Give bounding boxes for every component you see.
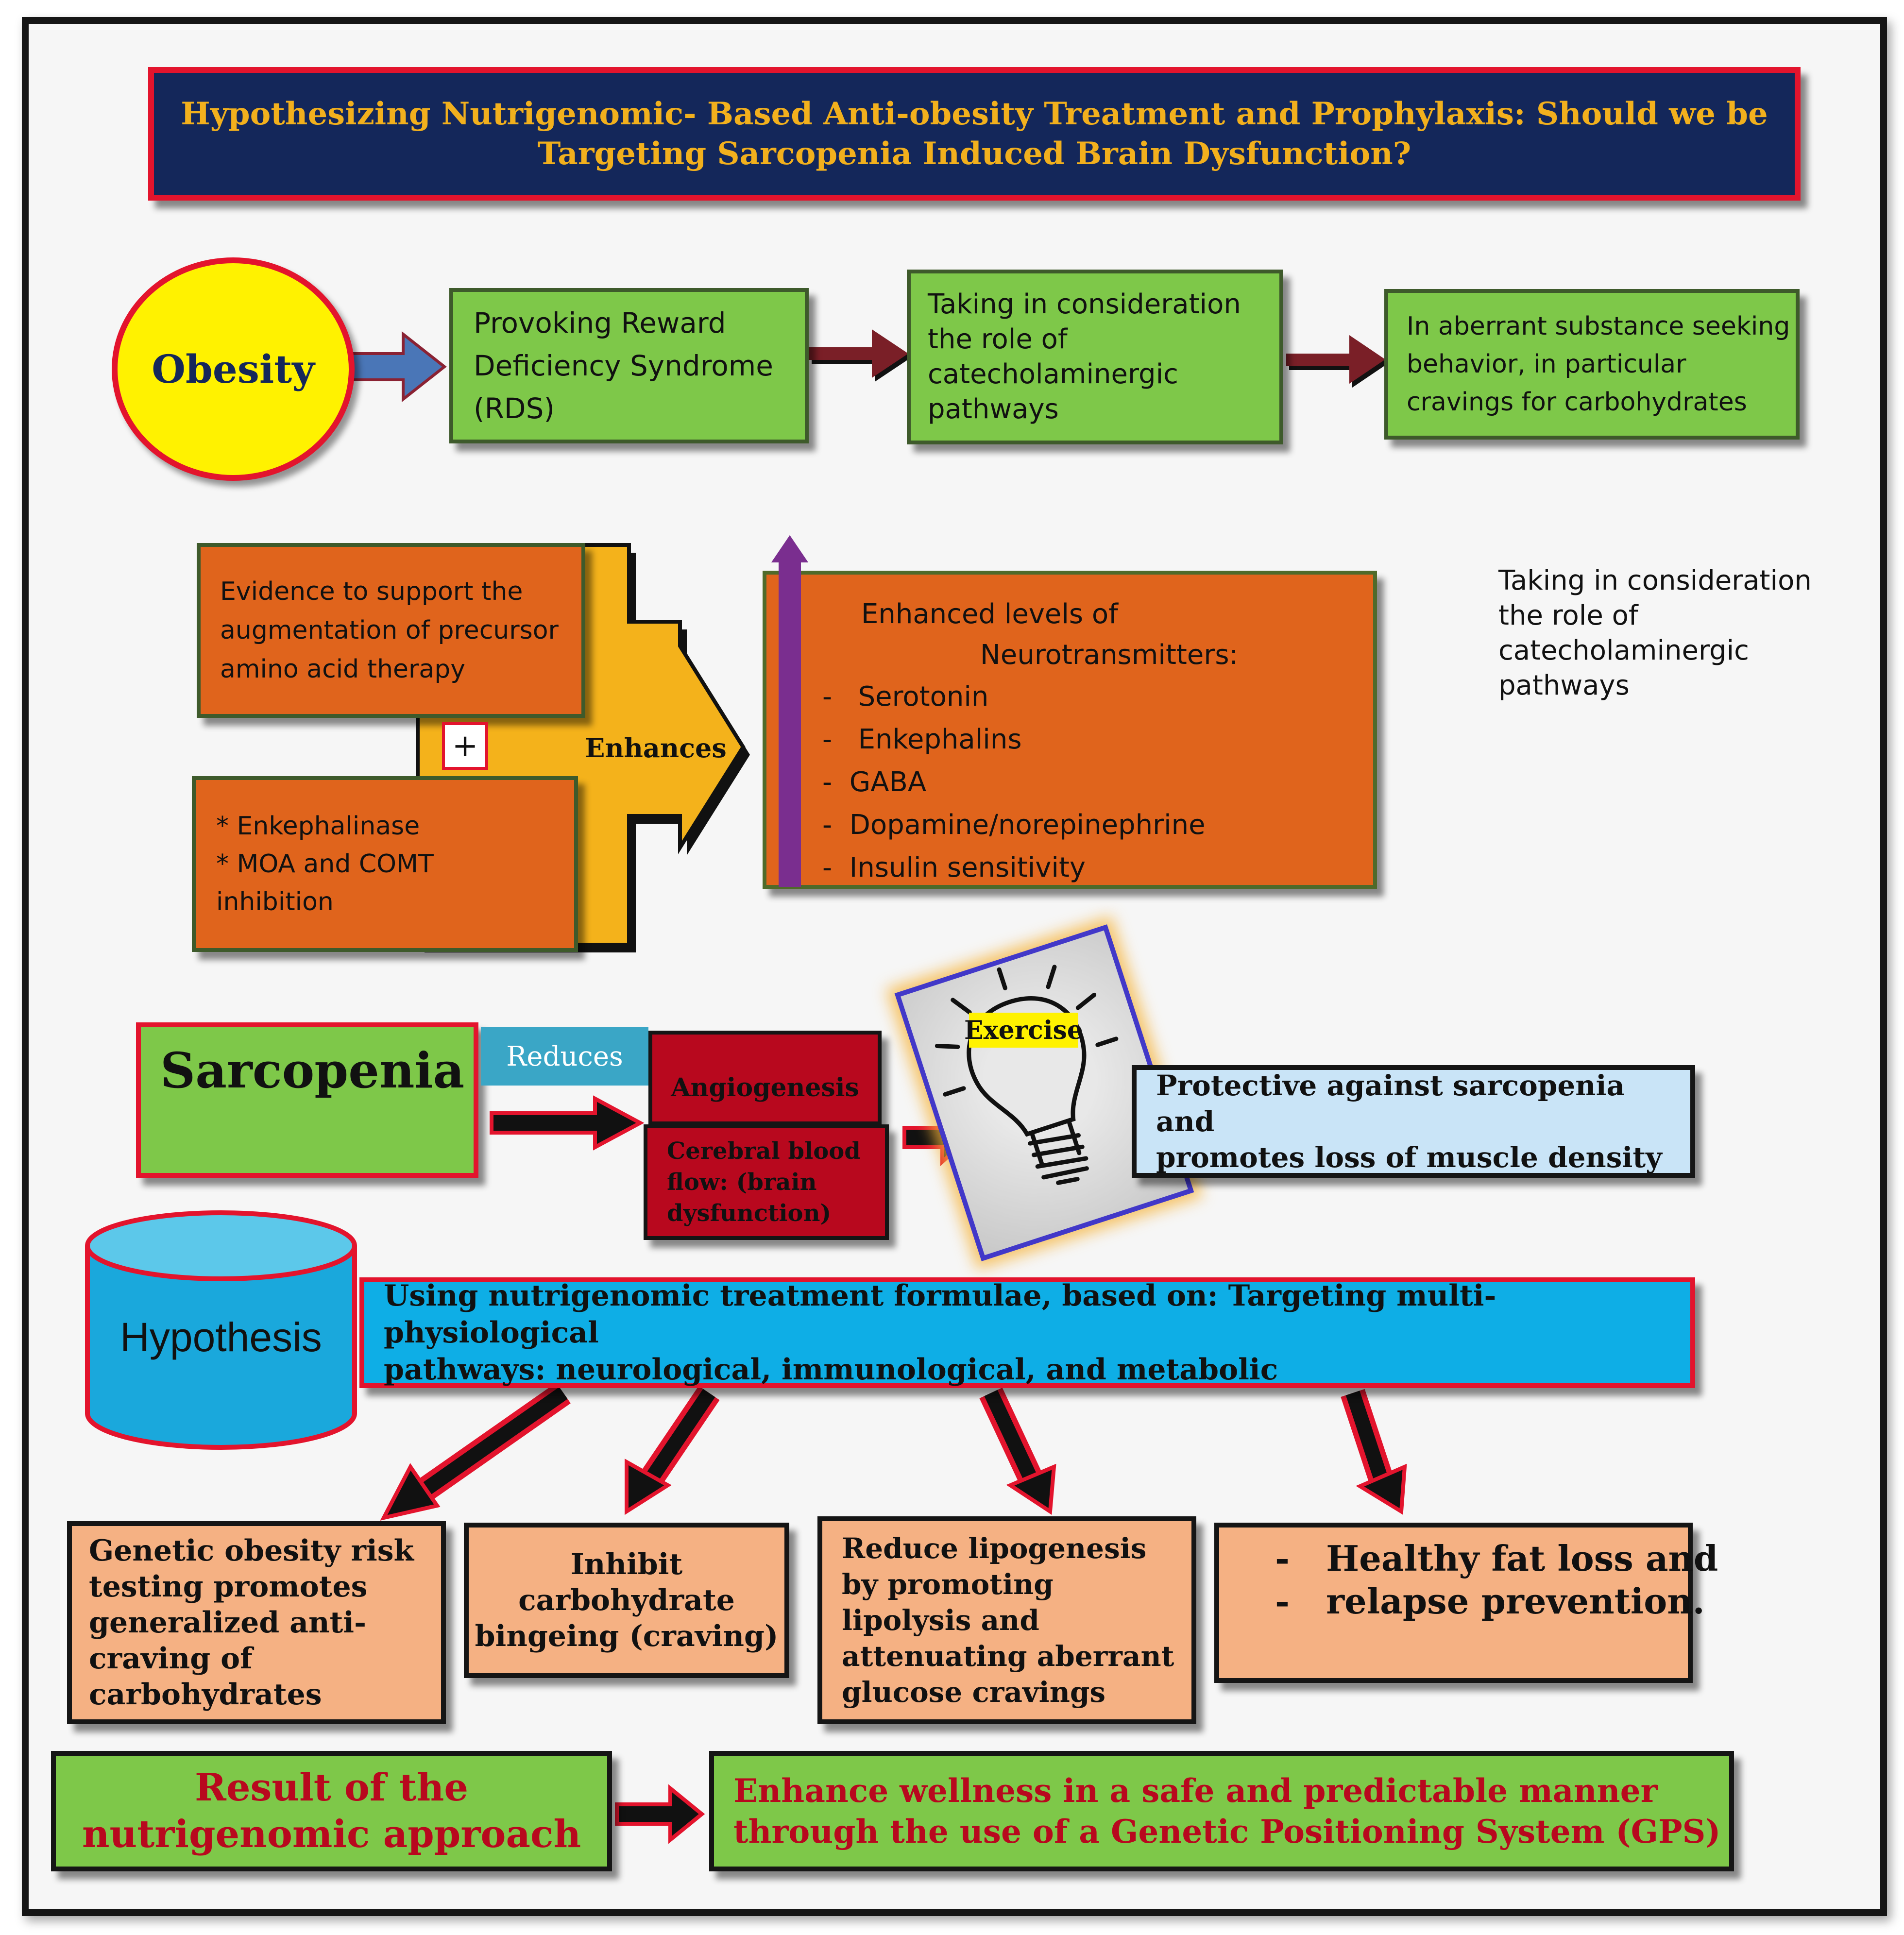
outcome-inhibit-text: Inhibit carbohydrate bingeing (craving) (475, 1547, 779, 1653)
protective-text: Protective against sarcopenia and promot… (1156, 1069, 1662, 1174)
rds-box: Provoking Reward Deficiency Syndrome (RD… (449, 288, 809, 443)
side-note-text: Taking in consideration the role of cate… (1498, 565, 1812, 701)
cerebral-text: Cerebral blood flow: (brain dysfunction) (667, 1137, 861, 1227)
nt-item-serotonin: - Serotonin (822, 681, 989, 713)
nt-heading-2: Neurotransmitters: (980, 639, 1239, 671)
aberrant-box: In aberrant substance seeking behavior, … (1384, 289, 1800, 440)
arrow-to-reduce (979, 1387, 1056, 1515)
aberrant-text: In aberrant substance seeking behavior, … (1407, 312, 1790, 417)
arrow-rds-catechol (809, 329, 911, 382)
evidence-box: Evidence to support the augmentation of … (197, 543, 585, 718)
catechol-text: Taking in consideration the role of cate… (928, 289, 1241, 425)
result-label: Result of the nutrigenomic approach (82, 1765, 581, 1856)
side-note: Taking in consideration the role of cate… (1498, 563, 1838, 709)
sarcopenia-label: Sarcopenia (160, 1042, 465, 1099)
enhances-label: Enhances (585, 732, 727, 764)
arrow-sarcopenia-angio (490, 1095, 645, 1151)
rds-text: Provoking Reward Deficiency Syndrome (RD… (474, 306, 773, 425)
nt-item-dopamine: - Dopamine/norepinephrine (822, 809, 1206, 841)
outcome-genetic-text: Genetic obesity risk testing promotes ge… (89, 1534, 414, 1712)
enkephalinase-box: * Enkephalinase * MOA and COMT inhibitio… (192, 776, 578, 952)
plus-label: + (452, 728, 478, 764)
arrow-obesity-rds (348, 331, 447, 403)
nt-heading-1: Enhanced levels of (861, 598, 1118, 630)
arrow-to-inhibit (625, 1386, 720, 1515)
nt-item-insulin: - Insulin sensitivity (822, 852, 1086, 883)
arrow-to-genetic (380, 1382, 571, 1521)
obesity-circle: Obesity (112, 257, 355, 481)
formulae-box: Using nutrigenomic treatment formulae, b… (359, 1277, 1695, 1388)
arrow-to-healthy (1341, 1389, 1407, 1515)
enhances-label-wrap: Enhances (585, 729, 727, 767)
outcome-healthy-line2: - relapse prevention. (1275, 1580, 1705, 1622)
cylinder-shape (85, 1210, 357, 1450)
enkephalinase-text: * Enkephalinase * MOA and COMT inhibitio… (216, 812, 434, 917)
outcome-inhibit: Inhibit carbohydrate bingeing (craving) (464, 1523, 789, 1678)
outcome-healthy-line1: - Healthy fat loss and (1275, 1538, 1718, 1579)
reduces-label: Reduces (506, 1040, 623, 1072)
plus-icon: + (442, 722, 488, 770)
title-text: Hypothesizing Nutrigenomic- Based Anti-o… (181, 95, 1768, 172)
cerebral-box: Cerebral blood flow: (brain dysfunction) (644, 1124, 889, 1240)
nt-item-enkephalins: - Enkephalins (822, 724, 1022, 755)
nt-item-gaba: - GABA (822, 766, 927, 798)
exercise-label-box: Exercise (964, 1013, 1083, 1048)
arrow-result-outcome (615, 1784, 705, 1844)
sarcopenia-box: Sarcopenia (136, 1022, 478, 1178)
result-outcome-text: Enhance wellness in a safe and predictab… (733, 1772, 1721, 1850)
protective-box: Protective against sarcopenia and promot… (1132, 1065, 1695, 1178)
outcome-reduce-text: Reduce lipogenesis by promoting lipolysi… (842, 1532, 1174, 1709)
evidence-text: Evidence to support the augmentation of … (220, 577, 559, 684)
neurotransmitters-box: Enhanced levels of Neurotransmitters: - … (763, 571, 1377, 889)
result-box: Result of the nutrigenomic approach (51, 1751, 612, 1871)
outcome-genetic: Genetic obesity risk testing promotes ge… (67, 1521, 446, 1724)
outcome-healthy: - Healthy fat loss and - relapse prevent… (1214, 1523, 1718, 1683)
obesity-label: Obesity (152, 346, 315, 392)
title-banner: Hypothesizing Nutrigenomic- Based Anti-o… (148, 67, 1801, 201)
hypothesis-label: Hypothesis (120, 1314, 322, 1360)
catechol-box: Taking in consideration the role of cate… (907, 270, 1283, 444)
angiogenesis-box: Angiogenesis (648, 1031, 882, 1125)
reduces-box: Reduces (481, 1027, 648, 1086)
angiogenesis-label: Angiogenesis (671, 1073, 859, 1103)
result-outcome-box: Enhance wellness in a safe and predictab… (709, 1751, 1734, 1871)
hypothesis-cylinder: Hypothesis (83, 1209, 359, 1450)
formulae-text: Using nutrigenomic treatment formulae, b… (384, 1279, 1496, 1387)
outcome-reduce: Reduce lipogenesis by promoting lipolysi… (817, 1516, 1196, 1724)
exercise-label: Exercise (964, 1015, 1083, 1045)
arrow-catechol-aberrant (1286, 335, 1388, 388)
